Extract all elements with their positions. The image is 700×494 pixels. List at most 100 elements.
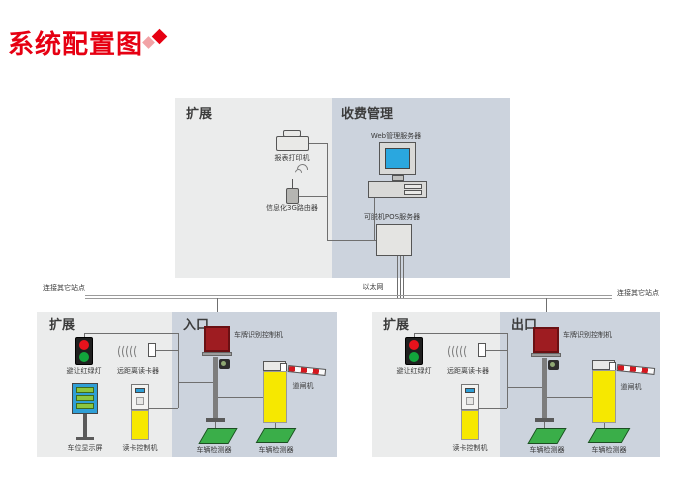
connector-line	[327, 143, 328, 240]
rfid-reader-icon	[478, 343, 486, 357]
pos-server-icon	[376, 224, 412, 256]
exit-lpr-mount-icon	[531, 353, 561, 357]
entry-gate-panel	[172, 312, 337, 457]
exit-card-controller-label: 读卡控制机	[452, 444, 488, 452]
connector-line	[547, 397, 592, 398]
parking-display-row-icon	[76, 395, 94, 401]
exit-traffic-light-label: 避让红绿灯	[396, 367, 432, 375]
drive-bay-icon	[404, 184, 422, 189]
exit-detector1-label: 车辆检测器	[529, 446, 565, 454]
router-icon	[286, 188, 299, 204]
rfid-wave-icon	[118, 344, 127, 359]
exit-gate-panel	[500, 312, 660, 457]
connector-line	[84, 333, 178, 334]
connector-line	[149, 408, 178, 409]
exit-rfid-reader-label: 远距离读卡器	[447, 367, 489, 375]
connector-line	[507, 333, 508, 408]
card-kiosk-body-icon	[131, 410, 149, 440]
page-title: 系统配置图	[8, 30, 144, 60]
exit-lpr-controller-icon	[533, 327, 559, 353]
exit-pole-base-icon	[535, 418, 554, 422]
drive-bay-icon	[404, 190, 422, 195]
link-other-sites-right-label: 连接其它站点	[617, 289, 659, 297]
ethernet-bus	[85, 298, 612, 299]
monitor-stand-icon	[392, 175, 404, 181]
connector-line	[178, 382, 213, 383]
entry-detector1-label: 车辆检测器	[196, 446, 232, 454]
entry-pole-icon	[213, 357, 218, 418]
display-base-icon	[76, 437, 94, 440]
rfid-wave-icon	[452, 344, 461, 359]
toll-management-title: 收费管理	[341, 107, 394, 122]
rfid-wave-icon	[134, 344, 143, 359]
top-expand-panel	[175, 98, 332, 278]
exit-gate-title: 出口	[511, 318, 538, 333]
display-pole-icon	[83, 414, 87, 437]
connector-line	[218, 397, 263, 398]
entry-barrier-label: 道闸机	[292, 382, 314, 390]
connector-line	[156, 350, 178, 351]
ethernet-label: 以太网	[362, 283, 384, 291]
camera-lens-icon	[221, 361, 226, 366]
connector-line	[84, 333, 85, 337]
connector-line	[178, 333, 179, 408]
rfid-wave-icon	[122, 344, 131, 359]
connector-line	[299, 196, 327, 197]
kiosk-screen-icon	[465, 388, 475, 393]
rfid-wave-icon	[464, 344, 473, 359]
ethernet-uplink-line	[397, 256, 398, 299]
rfid-reader-icon	[148, 343, 156, 357]
connector-line	[327, 240, 376, 241]
traffic-light-green-icon	[79, 352, 89, 362]
entry-traffic-light-label: 避让红绿灯	[66, 367, 102, 375]
router-antenna-icon	[292, 179, 293, 188]
connector-line	[479, 408, 507, 409]
exit-detector2-label: 车辆检测器	[591, 446, 627, 454]
barrier-body-icon	[592, 370, 616, 423]
entry-lpr-controller-label: 车牌识别控制机	[234, 331, 283, 339]
exit-lpr-controller-label: 车牌识别控制机	[563, 331, 612, 339]
connector-line	[604, 423, 605, 430]
entry-card-controller-label: 读卡控制机	[122, 444, 158, 452]
ethernet-bus	[85, 295, 612, 296]
entry-gate-title: 入口	[183, 318, 210, 333]
connector-line	[275, 423, 276, 431]
parking-display-row-icon	[76, 387, 94, 393]
connector-line	[309, 143, 327, 144]
connector-line	[414, 333, 507, 334]
entry-detector2-label: 车辆检测器	[258, 446, 294, 454]
ethernet-uplink-line	[400, 256, 401, 299]
barrier-body-icon	[263, 371, 287, 423]
camera-lens-icon	[550, 362, 555, 367]
connector-line	[374, 198, 375, 240]
pos-server-label: 可脱机POS服务器	[363, 213, 421, 221]
kiosk-button-icon	[136, 397, 144, 405]
entry-parking-display-label: 车位显示屏	[67, 444, 103, 452]
web-server-label: Web管理服务器	[370, 132, 422, 140]
parking-display-row-icon	[76, 403, 94, 409]
entry-lpr-controller-icon	[204, 326, 230, 352]
connector-line	[486, 350, 507, 351]
exit-pole-icon	[542, 358, 547, 418]
rfid-wave-icon	[460, 344, 469, 359]
connector-line	[414, 333, 415, 337]
monitor-screen-icon	[385, 148, 410, 169]
rfid-wave-icon	[126, 344, 135, 359]
entry-expand-panel	[37, 312, 172, 457]
card-kiosk-body-icon	[461, 410, 479, 440]
exit-expand-title: 扩展	[383, 318, 410, 333]
printer-label: 报表打印机	[274, 154, 310, 162]
kiosk-screen-icon	[135, 388, 145, 393]
traffic-light-red-icon	[79, 340, 89, 350]
entry-pole-base-icon	[206, 418, 225, 422]
rfid-wave-icon	[448, 344, 457, 359]
ethernet-uplink-line	[403, 256, 404, 299]
traffic-light-red-icon	[409, 340, 419, 350]
link-other-sites-left-label: 连接其它站点	[43, 284, 85, 292]
rfid-wave-icon	[456, 344, 465, 359]
router-label: 信息化3G路由器	[266, 204, 318, 212]
printer-icon	[276, 136, 309, 151]
entry-rfid-reader-label: 远距离读卡器	[117, 367, 159, 375]
entry-expand-title: 扩展	[49, 318, 76, 333]
